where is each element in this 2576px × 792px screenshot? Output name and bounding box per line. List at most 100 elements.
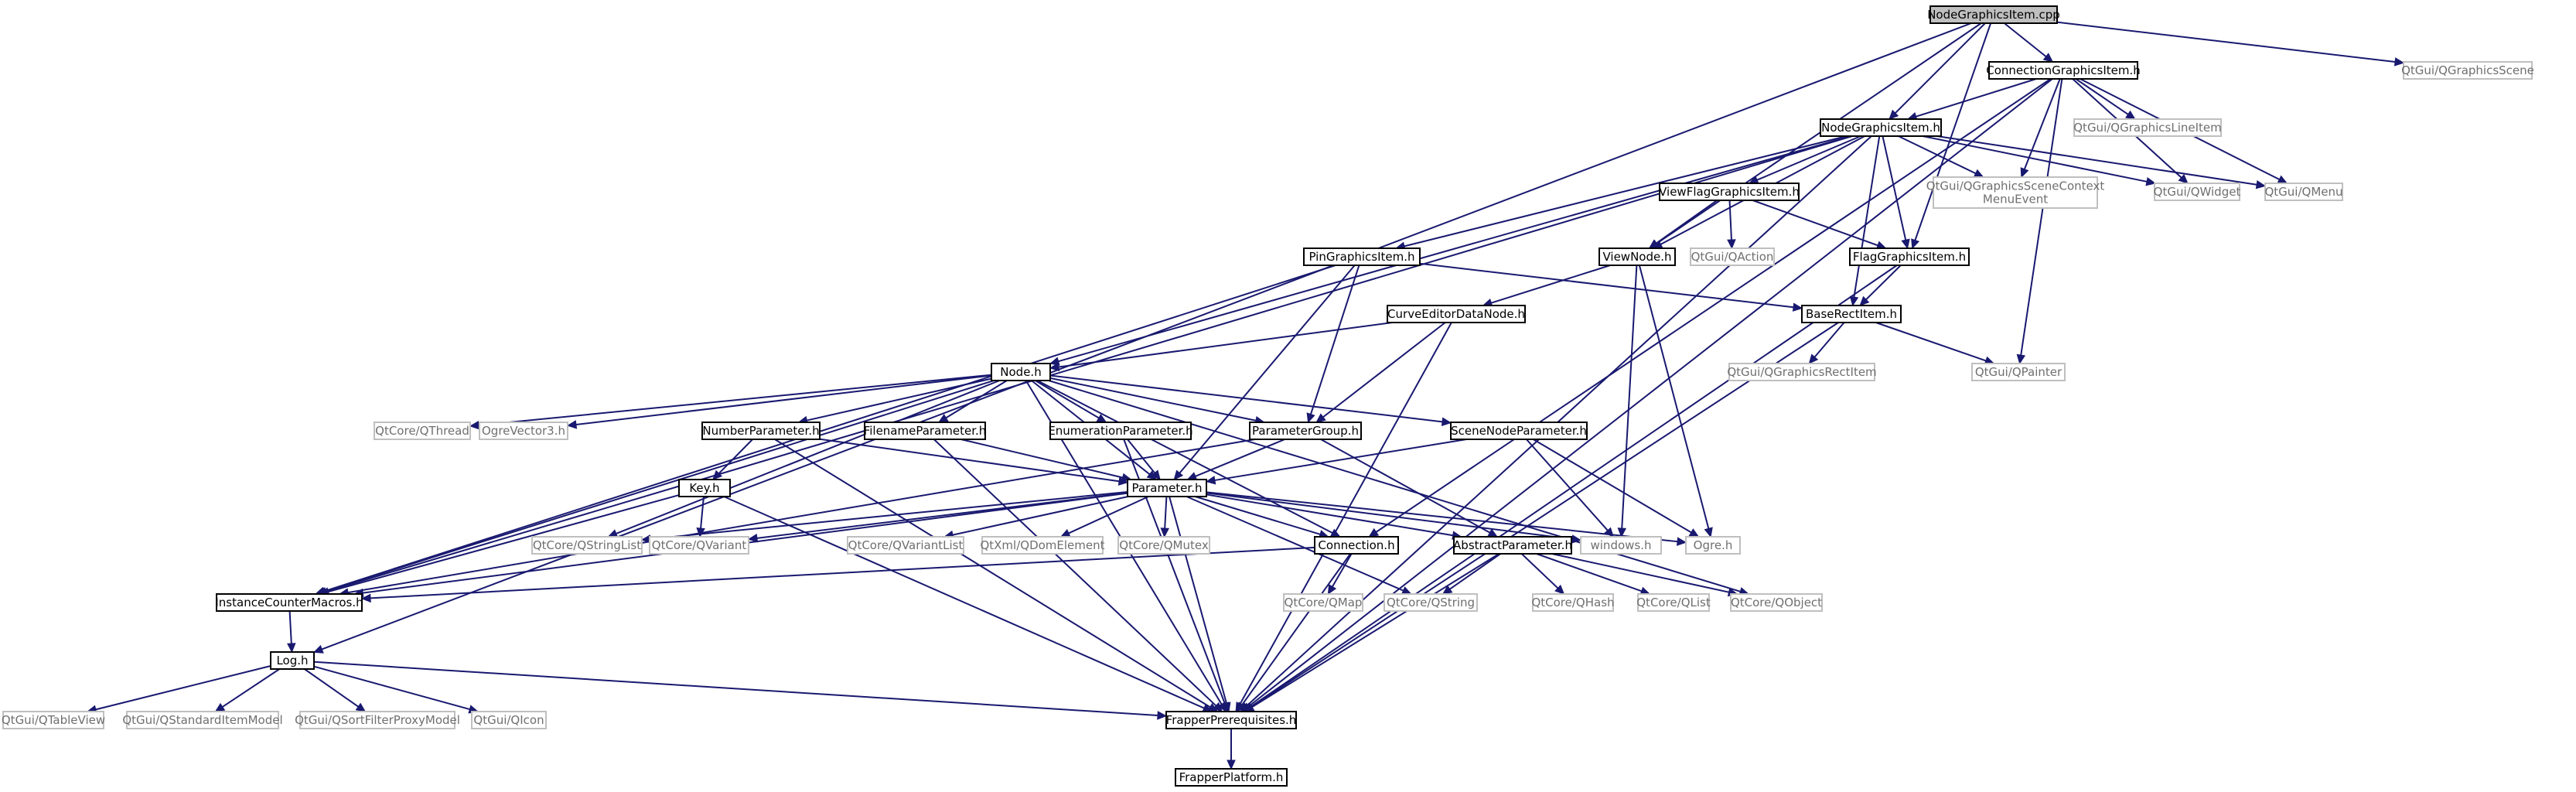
edge-connection-h-to-frapperprerequisites-h	[1237, 553, 1351, 712]
edge-numberparameter-h-to-key-h	[712, 439, 753, 480]
node-label: ViewFlagGraphicsItem.h	[1659, 185, 1800, 199]
node-filenameparameter-h[interactable]: FilenameParameter.h	[864, 422, 987, 440]
node-flaggraphicsitem-h[interactable]: FlagGraphicsItem.h	[1849, 248, 1970, 266]
node-qthread: QtCore/QThread	[374, 422, 471, 440]
node-qvariant: QtCore/QVariant	[649, 536, 749, 555]
node-parameter-h[interactable]: Parameter.h	[1127, 479, 1207, 497]
node-qdomelement: QtXml/QDomElement	[980, 536, 1105, 555]
edge-scenenodeparameter-h-to-parameter-h	[1205, 439, 1467, 485]
edge-connectiongraphicsitem-h-to-qgraphicsscenecontextmenuevent	[2020, 78, 2061, 179]
node-box	[1450, 422, 1588, 440]
node-qmenu: QtGui/QMenu	[2264, 183, 2343, 201]
edge-nodegraphicsitem-h-to-flaggraphicsitem-h	[1882, 135, 1910, 250]
node-qmutex: QtCore/QMutex	[1117, 536, 1210, 555]
node-box	[1127, 479, 1207, 497]
edge-scenenodeparameter-h-to-windows-h	[1526, 439, 1614, 538]
node-label: PinGraphicsItem.h	[1308, 250, 1414, 264]
edge-parameter-h-to-qdomelement	[1059, 496, 1149, 538]
node-label: QtGui/QGraphicsScene	[2401, 63, 2534, 77]
node-frapperplatform-h[interactable]: FrapperPlatform.h	[1175, 768, 1288, 787]
node-box	[1387, 305, 1526, 323]
edge-enumerationparameter-h-to-parameter-h	[1127, 439, 1161, 480]
node-label: Connection.h	[1318, 538, 1394, 552]
node-box	[1117, 536, 1210, 555]
node-enumerationparameter-h[interactable]: EnumerationParameter.h	[1048, 422, 1193, 440]
node-ogrevector3-h: OgreVector3.h	[479, 422, 568, 440]
node-pingraphicsitem-h[interactable]: PinGraphicsItem.h	[1303, 248, 1421, 266]
node-box	[531, 536, 643, 555]
node-abstractparameter-h[interactable]: AbstractParameter.h	[1453, 536, 1572, 555]
node-label: QtCore/QMap	[1285, 596, 1363, 609]
node-instancecountermacros-h[interactable]: InstanceCounterMacros.h	[215, 593, 363, 612]
node-label: FrapperPrerequisites.h	[1166, 713, 1297, 727]
node-label: QtGui/QIcon	[473, 713, 544, 727]
node-box	[2154, 183, 2240, 201]
node-node-h[interactable]: Node.h	[991, 363, 1051, 381]
node-box	[1598, 248, 1676, 266]
node-connectiongraphicsitem-h[interactable]: ConnectionGraphicsItem.h	[1986, 61, 2141, 80]
node-qmap: QtCore/QMap	[1283, 593, 1363, 612]
node-viewnode-h[interactable]: ViewNode.h	[1598, 248, 1676, 266]
node-label: QtCore/QList	[1636, 596, 1711, 609]
node-scenenodeparameter-h[interactable]: SceneNodeParameter.h	[1450, 422, 1588, 440]
node-label: QtGui/QGraphicsRectItem	[1727, 365, 1876, 379]
node-box	[374, 422, 471, 440]
node-frapperprerequisites-h[interactable]: FrapperPrerequisites.h	[1165, 711, 1297, 729]
node-box	[1849, 248, 1970, 266]
node-box	[216, 593, 363, 612]
node-numberparameter-h[interactable]: NumberParameter.h	[701, 422, 821, 440]
node-box	[1384, 593, 1478, 612]
node-label: QtCore/QVariantList	[848, 538, 964, 552]
node-label: Node.h	[1000, 365, 1041, 379]
node-box	[126, 711, 279, 729]
edge-frapperprerequisites-h-to-frapperplatform-h	[1227, 729, 1236, 770]
node-label: windows.h	[1591, 538, 1652, 552]
edge-numberparameter-h-to-parameter-h	[819, 438, 1129, 486]
edge-viewflaggraphicsitem-h-to-viewnode-h	[1648, 200, 1718, 249]
edge-connectiongraphicsitem-h-to-qpainter	[2016, 78, 2063, 365]
edge-nodegraphicsitem-cpp-to-flaggraphicsitem-h	[1911, 22, 1992, 250]
edge-pingraphicsitem-h-to-baserectitem-h	[1419, 262, 1803, 312]
node-baserectitem-h[interactable]: BaseRectItem.h	[1801, 305, 1902, 323]
edge-node-h-to-qstringlist	[607, 380, 1000, 538]
node-qgraphicslineitem: QtGui/QGraphicsLineItem	[2073, 118, 2222, 137]
node-label: BaseRectItem.h	[1806, 307, 1897, 321]
edge-curveeditordatanode-h-to-parametergroup-h	[1315, 322, 1446, 423]
node-curveeditordatanode-h[interactable]: CurveEditorDataNode.h	[1387, 305, 1526, 323]
node-qlist: QtCore/QList	[1636, 593, 1711, 612]
node-box	[2, 711, 104, 729]
node-label: InstanceCounterMacros.h	[215, 596, 363, 609]
node-box	[1249, 422, 1362, 440]
node-box	[1730, 593, 1823, 612]
node-box	[1283, 593, 1363, 612]
node-label: QtGui/QMenu	[2264, 185, 2342, 199]
node-viewflaggraphicsitem-h[interactable]: ViewFlagGraphicsItem.h	[1659, 183, 1800, 201]
node-key-h[interactable]: Key.h	[678, 479, 731, 497]
node-label: FilenameParameter.h	[864, 424, 987, 438]
node-label: AbstractParameter.h	[1453, 538, 1572, 552]
node-nodegraphicsitem-cpp[interactable]: NodeGraphicsItem.cpp	[1927, 5, 2060, 24]
node-log-h[interactable]: Log.h	[270, 651, 315, 670]
node-label: QtGui/QWidget	[2154, 185, 2241, 199]
edge-node-h-to-qthread	[469, 374, 992, 430]
node-nodegraphicsitem-h[interactable]: NodeGraphicsItem.h	[1820, 118, 1942, 137]
node-connection-h[interactable]: Connection.h	[1314, 536, 1399, 555]
edge-viewnode-h-to-curveeditordatanode-h	[1482, 265, 1611, 308]
edge-baserectitem-h-to-qpainter	[1875, 322, 1995, 365]
node-label: QtGui/QPainter	[1975, 365, 2063, 379]
node-box	[1685, 536, 1741, 555]
node-label: Ogre.h	[1694, 538, 1733, 552]
node-box	[1165, 711, 1297, 729]
edge-parameter-h-to-qvariantlist	[943, 496, 1128, 540]
node-box	[1637, 593, 1710, 612]
node-label: FrapperPlatform.h	[1179, 770, 1284, 784]
node-parametergroup-h[interactable]: ParameterGroup.h	[1249, 422, 1362, 440]
node-ogre-h: Ogre.h	[1685, 536, 1741, 555]
node-qpainter: QtGui/QPainter	[1971, 363, 2066, 381]
node-label: QtGui/QGraphicsLineItem	[2073, 121, 2222, 135]
node-label: FlagGraphicsItem.h	[1853, 250, 1966, 264]
node-label: OgreVector3.h	[482, 424, 565, 438]
node-box	[1690, 248, 1775, 266]
